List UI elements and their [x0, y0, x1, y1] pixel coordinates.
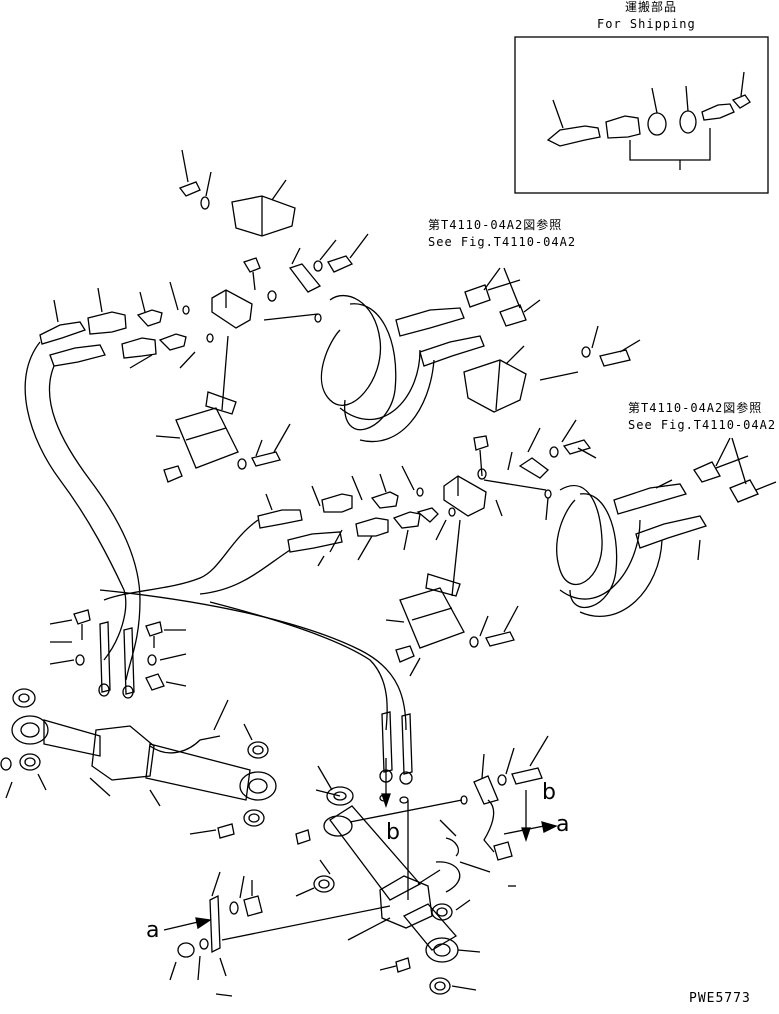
arrow-label-b-center: b	[386, 820, 400, 845]
shipping-title-jp: 運搬部品	[625, 0, 678, 14]
middle-hose-group	[257, 419, 777, 677]
reference-upper-en: See Fig.T4110-04A2	[428, 235, 577, 249]
upper-right-hose-group	[320, 267, 641, 443]
upper-cover-group	[178, 149, 296, 237]
reference-upper-jp: 第T4110-04A2図参照	[428, 218, 563, 232]
left-lower-fittings	[49, 609, 187, 699]
shipping-title-en: For Shipping	[597, 17, 696, 31]
arrow-label-b-right: b	[542, 780, 556, 805]
center-cylinder	[295, 711, 481, 995]
arrow-label-a-right: a	[556, 812, 570, 837]
right-bracket-group	[349, 735, 549, 893]
left-upper-hose-group	[39, 233, 369, 483]
arrow-label-a-left: a	[146, 918, 160, 943]
left-cylinder	[0, 688, 277, 839]
shipping-parts-box	[514, 36, 769, 194]
reference-right-en: See Fig.T4110-04A2	[628, 418, 777, 432]
direction-arrows	[163, 758, 558, 931]
long-hose-runs	[24, 341, 407, 731]
figure-code: PWE5773	[689, 991, 751, 1006]
reference-right-jp: 第T4110-04A2図参照	[628, 401, 763, 415]
lower-left-hardware	[169, 871, 391, 997]
